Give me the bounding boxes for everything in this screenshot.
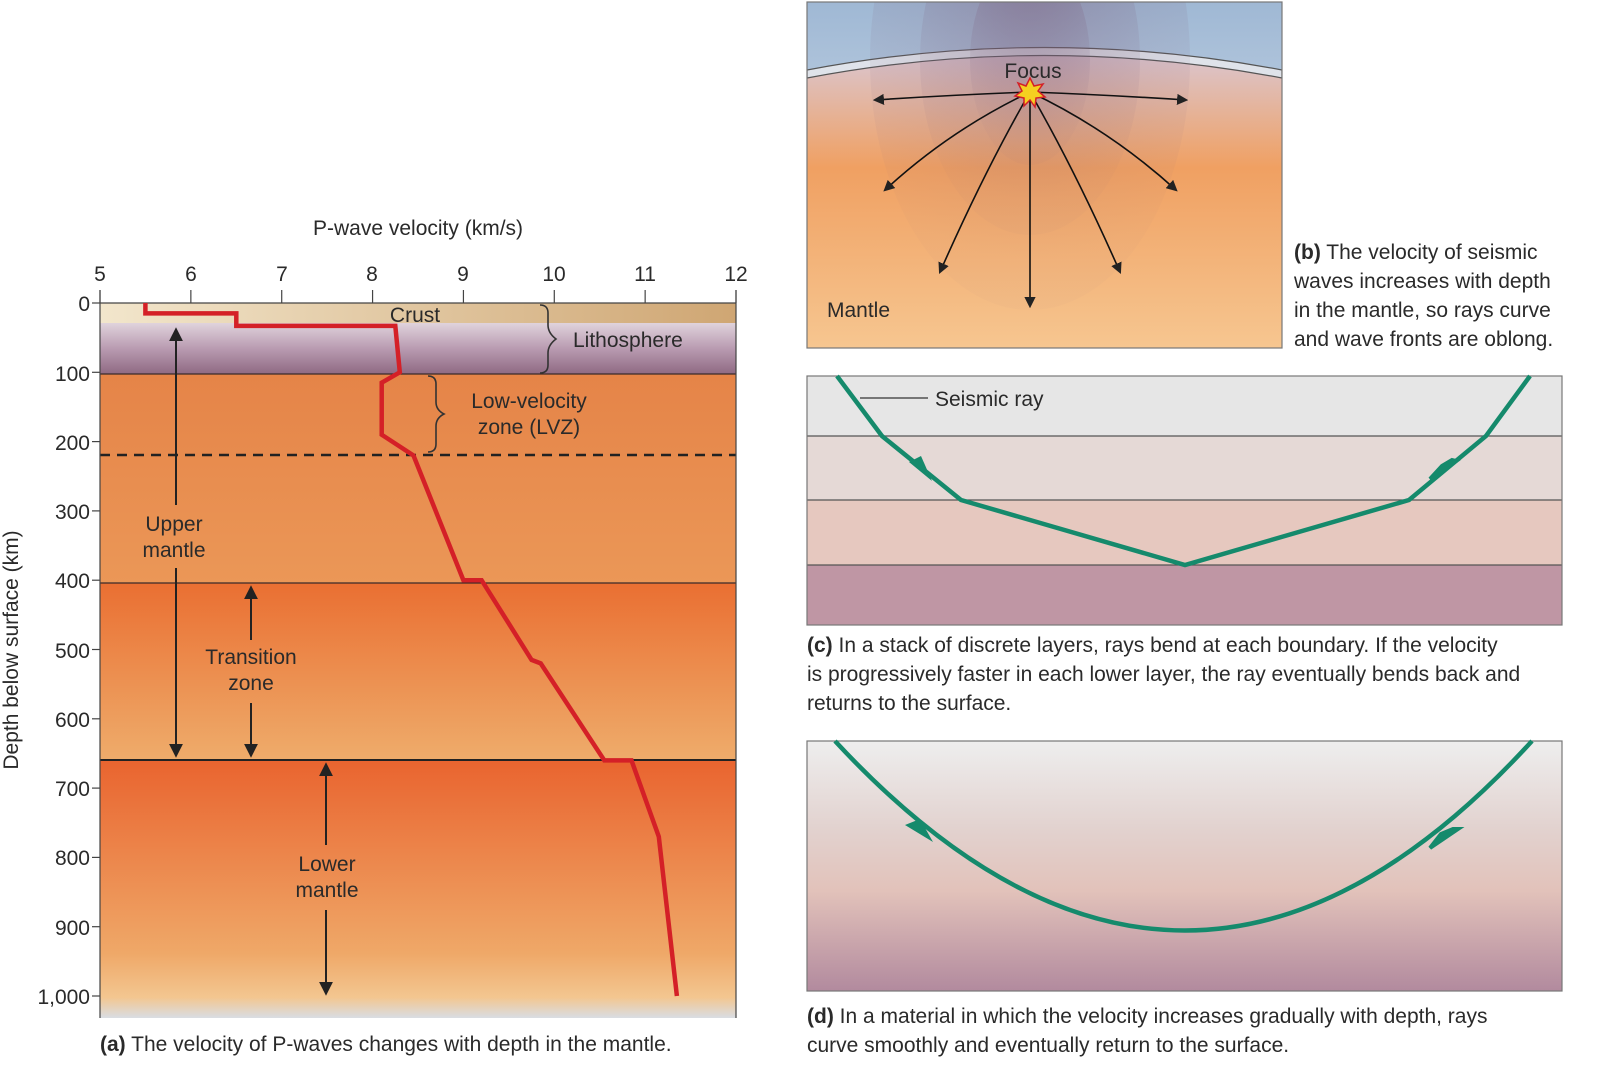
y-tick-label: 800 xyxy=(55,847,90,870)
y-tick-label: 200 xyxy=(55,432,90,455)
layer-2 xyxy=(807,436,1562,500)
x-tick-label: 7 xyxy=(276,263,288,286)
x-axis-title: P-wave velocity (km/s) xyxy=(313,217,523,240)
y-tick-marks xyxy=(92,302,100,997)
x-tick-label: 8 xyxy=(366,263,378,286)
crust-label: Crust xyxy=(390,304,440,327)
lvz-label-line1: Low-velocity xyxy=(471,390,587,413)
ray-direction-arrow-up xyxy=(1428,827,1465,850)
panel-b: Focus Mantle xyxy=(806,1,1283,349)
caption-a: (a) The velocity of P-waves changes with… xyxy=(100,1033,672,1056)
lvz-brace xyxy=(427,375,446,453)
seismic-ray-arrows xyxy=(872,91,1189,309)
x-tick-label: 6 xyxy=(185,263,197,286)
layer-1 xyxy=(807,376,1562,436)
curved-seismic-ray xyxy=(833,739,1534,933)
lower-mantle-label-line2: mantle xyxy=(295,879,358,902)
y-tick-label: 300 xyxy=(55,501,90,524)
mantle-label: Mantle xyxy=(827,299,890,322)
layer-3 xyxy=(807,500,1562,565)
x-tick-label: 11 xyxy=(634,263,656,286)
seismic-ray-path xyxy=(835,374,1532,568)
focus-starburst-icon xyxy=(1013,76,1047,110)
y-tick-label: 100 xyxy=(55,363,90,386)
lower-mantle-label-line1: Lower xyxy=(298,853,355,876)
lithosphere-layer xyxy=(100,323,736,374)
x-tick-marks xyxy=(99,290,737,303)
p-wave-velocity-profile-line xyxy=(143,303,680,997)
x-tick-label: 10 xyxy=(542,263,565,286)
y-tick-label: 900 xyxy=(55,917,90,940)
ray-direction-arrow-down xyxy=(905,819,933,842)
y-tick-label: 0 xyxy=(78,293,90,316)
transition-label-line2: zone xyxy=(228,672,274,695)
lithosphere-brace xyxy=(539,304,558,374)
y-tick-label: 700 xyxy=(55,778,90,801)
panel-a: 5 6 7 8 9 10 11 12 0 100 200 300 400 500… xyxy=(0,217,748,1018)
ray-direction-arrow-up xyxy=(1428,457,1461,481)
lithosphere-label: Lithosphere xyxy=(573,329,683,352)
panel-c: Seismic ray xyxy=(806,374,1563,626)
layer-4 xyxy=(807,565,1562,625)
seismic-ray-label: Seismic ray xyxy=(935,388,1044,411)
y-tick-label: 400 xyxy=(55,570,90,593)
crust-layer xyxy=(100,303,736,323)
y-tick-labels: 0 100 200 300 400 500 600 700 800 900 1,… xyxy=(37,293,90,1009)
y-tick-label: 600 xyxy=(55,709,90,732)
panel-d xyxy=(806,739,1563,992)
x-tick-labels: 5 6 7 8 9 10 11 12 xyxy=(94,263,748,286)
caption-b: (b) The velocity of seismic waves increa… xyxy=(1294,241,1554,351)
upper-mantle-label-line2: mantle xyxy=(142,539,205,562)
caption-d: (d) In a material in which the velocity … xyxy=(807,1005,1488,1057)
upper-mantle-layer xyxy=(100,374,736,583)
gradient-medium xyxy=(807,741,1562,991)
y-tick-label: 1,000 xyxy=(37,986,90,1009)
focus-label: Focus xyxy=(1004,60,1061,83)
upper-mantle-label-line1: Upper xyxy=(145,513,202,536)
y-tick-label: 500 xyxy=(55,640,90,663)
x-tick-label: 12 xyxy=(724,263,747,286)
x-tick-label: 9 xyxy=(457,263,469,286)
ray-direction-arrow-down xyxy=(909,456,932,481)
caption-c: (c) In a stack of discrete layers, rays … xyxy=(807,634,1521,715)
lower-mantle-layer xyxy=(100,760,736,1018)
lvz-label-line2: zone (LVZ) xyxy=(478,416,580,439)
transition-label-line1: Transition xyxy=(205,646,296,669)
transition-zone-layer xyxy=(100,583,736,760)
x-tick-label: 5 xyxy=(94,263,106,286)
y-axis-title: Depth below surface (km) xyxy=(0,530,23,769)
